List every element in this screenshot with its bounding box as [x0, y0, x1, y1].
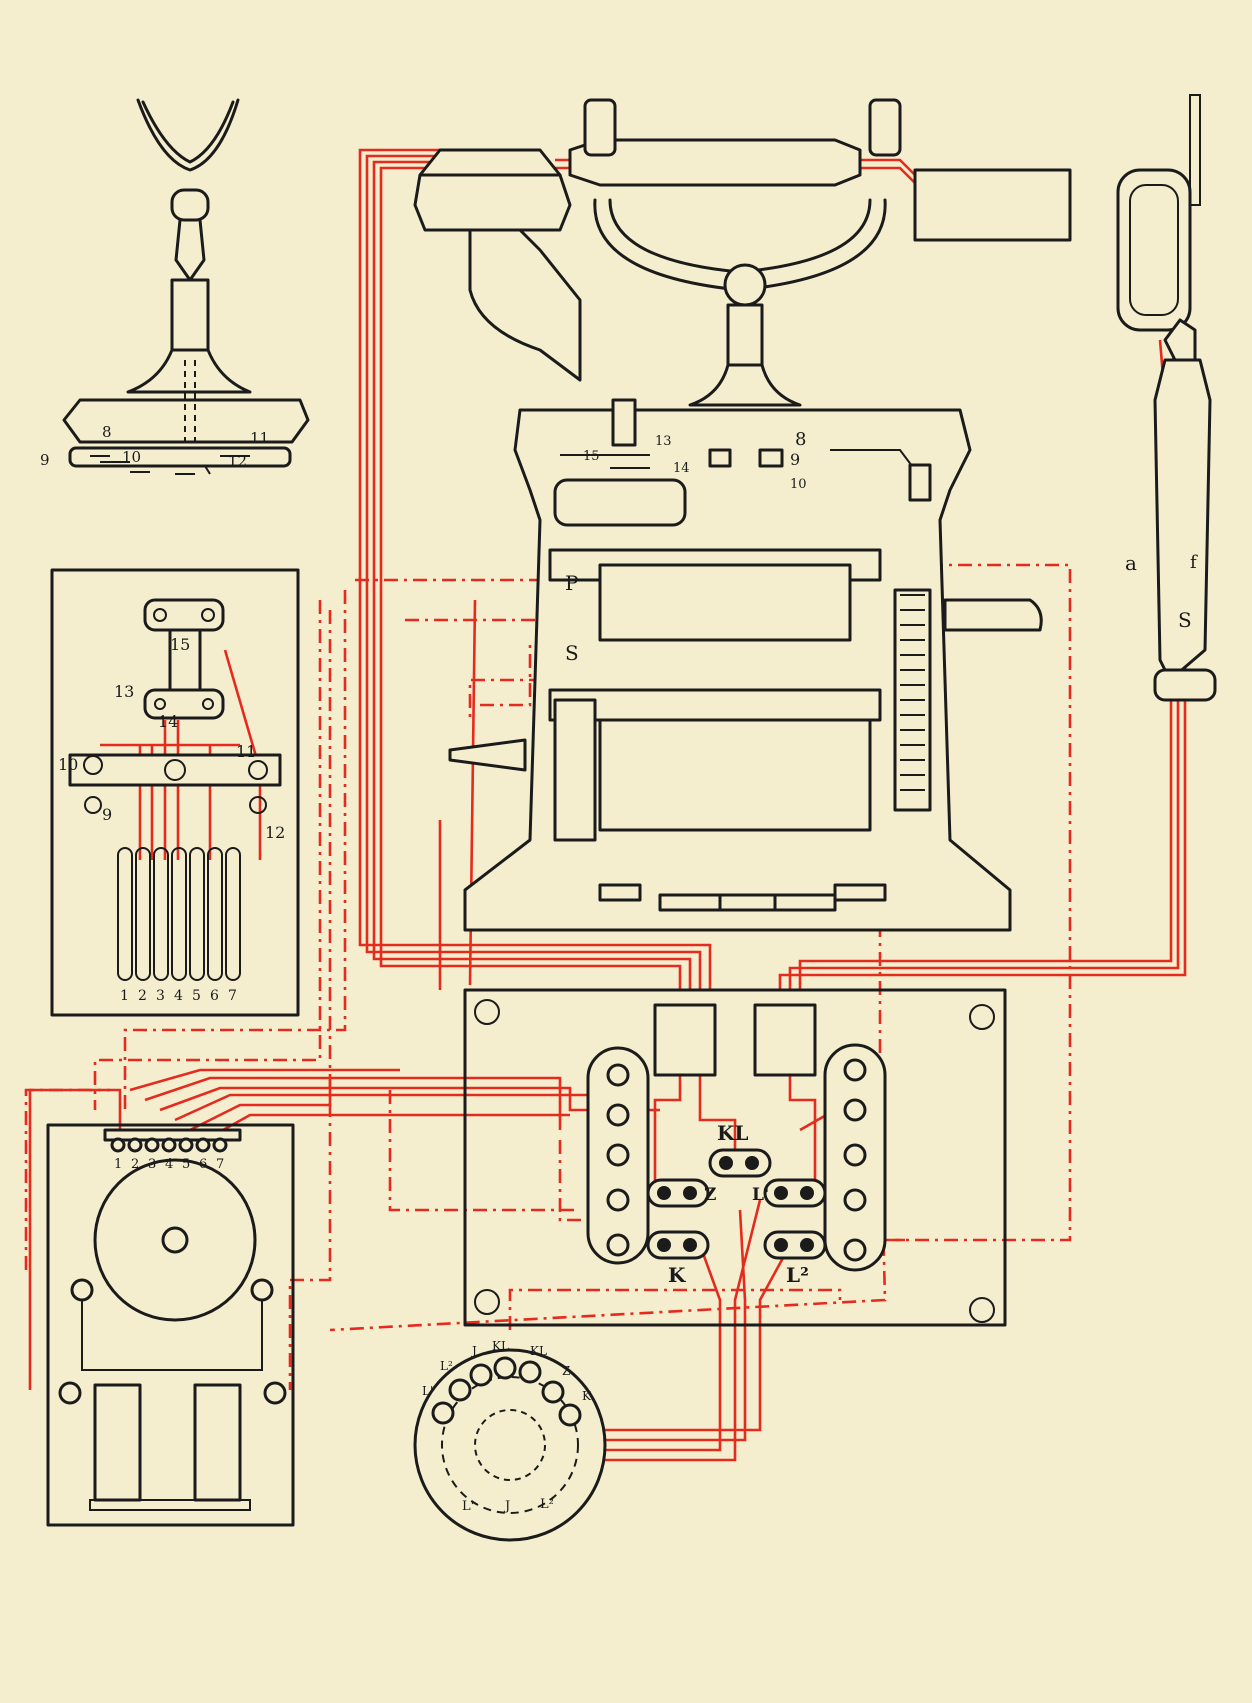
bell-terminal-labels: 1 2 3 4 5 6 7 — [114, 1157, 224, 1172]
cradle-label-10: 10 — [122, 448, 141, 466]
rosette-label-j: J — [470, 1344, 477, 1358]
handset — [413, 98, 1072, 407]
spring-label-7: 7 — [228, 988, 237, 1004]
cradle-contact-labels: 8 9 10 11 12 — [40, 423, 269, 470]
bell-terminal-4: 4 — [165, 1157, 173, 1172]
bell-terminal-5: 5 — [182, 1157, 190, 1172]
terminal-label-kl: KL — [717, 1121, 748, 1145]
rosette-label-k: K — [582, 1389, 592, 1403]
handset-label-f: f — [1190, 552, 1198, 573]
handset-label-a: a — [1125, 551, 1137, 575]
coil-label-s: S — [565, 641, 579, 665]
terminal-label-l2: L² — [786, 1263, 809, 1287]
switch-label-10: 10 — [58, 755, 78, 774]
rosette-label-kl-1: KL — [492, 1339, 509, 1353]
switch-label-15: 15 — [170, 635, 190, 654]
switch-labels: 15 13 14 10 9 11 12 1 2 3 4 5 6 7 — [58, 635, 285, 1004]
switch-label-14: 14 — [158, 712, 178, 731]
spring-label-4: 4 — [174, 988, 183, 1004]
switch-label-12: 12 — [265, 823, 285, 842]
base-label-9: 9 — [790, 450, 800, 469]
base-label-10: 10 — [790, 477, 807, 492]
right-handset — [1116, 94, 1217, 702]
base-label-13: 13 — [655, 434, 672, 449]
handset-label-s: S — [1178, 608, 1192, 632]
cradle-label-11: 11 — [250, 429, 269, 447]
spring-label-5: 5 — [192, 988, 201, 1004]
right-handset-labels: a f S — [1125, 551, 1198, 632]
spring-label-3: 3 — [156, 988, 165, 1004]
terminal-board — [463, 988, 1007, 1327]
bell-terminal-2: 2 — [131, 1157, 139, 1172]
coil-label-p: P — [565, 571, 578, 595]
cradle-label-8: 8 — [102, 423, 112, 441]
spring-label-1: 1 — [120, 988, 129, 1004]
bell-terminal-3: 3 — [148, 1157, 156, 1172]
terminal-label-z: Z — [704, 1185, 716, 1205]
switch-label-11: 11 — [236, 742, 256, 761]
rosette-inner-j: J — [503, 1499, 510, 1514]
terminal-label-l1: L' — [752, 1185, 769, 1205]
switch-label-9: 9 — [102, 805, 112, 824]
switch-springs — [117, 847, 241, 981]
base-label-15: 15 — [583, 449, 600, 464]
cradle-label-9: 9 — [40, 451, 50, 469]
bell-terminal-6: 6 — [199, 1157, 207, 1172]
rosette-label-l2: L² — [440, 1359, 453, 1373]
terminal-board-labels: KL Z L' K L² — [668, 1121, 809, 1287]
rosette-inner-l2: L² — [540, 1497, 554, 1512]
bell-terminal-7: 7 — [216, 1157, 224, 1172]
bell-terminal-1: 1 — [114, 1157, 122, 1172]
cradle-label-12: 12 — [228, 452, 247, 470]
switch-label-13: 13 — [114, 682, 134, 701]
rosette-label-kl-2: KL — [530, 1344, 547, 1358]
spring-label-6: 6 — [210, 988, 219, 1004]
spring-label-2: 2 — [138, 988, 147, 1004]
terminal-label-k: K — [668, 1263, 686, 1287]
bell-unit — [46, 1123, 295, 1527]
base-labels: 15 13 14 8 9 10 P S — [565, 429, 807, 665]
rosette-label-z: Z — [562, 1364, 570, 1378]
rosette-labels: L' L² J KL KL Z K L' J L² — [422, 1339, 592, 1514]
cradle-hook-assembly — [62, 98, 310, 475]
hook-switch-panel — [50, 568, 300, 1017]
telephone-base — [448, 398, 1043, 932]
base-label-14: 14 — [673, 461, 690, 476]
rosette-label-l1: L' — [422, 1384, 433, 1398]
rosette-inner-l1: L' — [462, 1499, 474, 1514]
wall-rosette — [413, 1348, 607, 1542]
base-label-8: 8 — [795, 429, 806, 450]
